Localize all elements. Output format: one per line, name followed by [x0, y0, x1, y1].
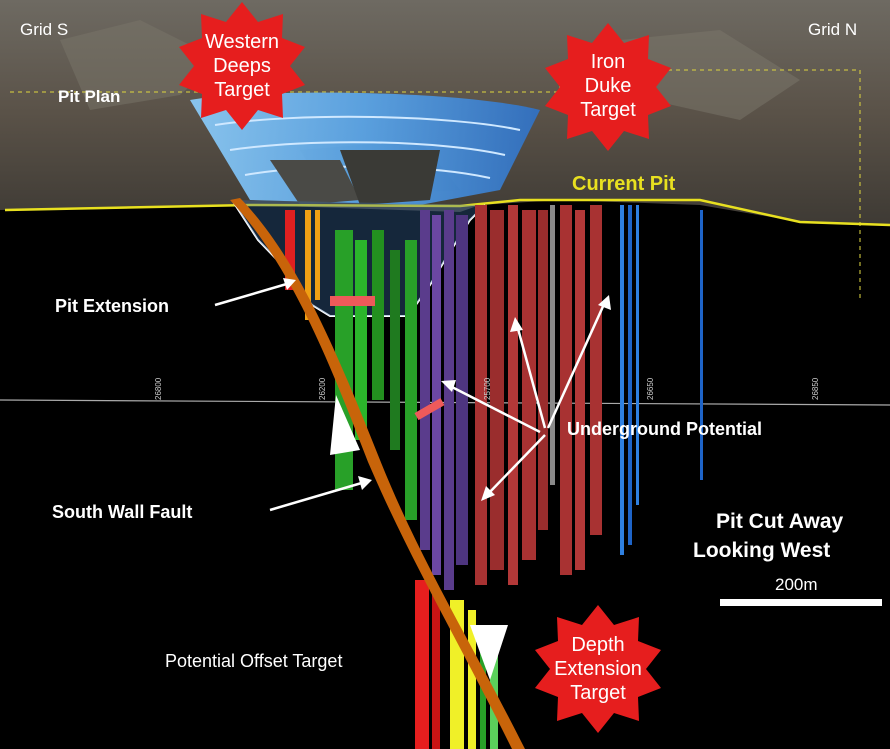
south-wall-fault-label: South Wall Fault [52, 502, 193, 522]
pit-cut-away-label: Pit Cut Away [716, 510, 844, 533]
pit-extension-label: Pit Extension [55, 296, 170, 316]
depth-extension-target-label: Depth Extension Target [554, 634, 642, 704]
tick-label: 26200 [318, 377, 327, 400]
scale-bar-label: 200m [775, 575, 818, 594]
western-deeps-star [179, 2, 305, 130]
south-wall-fault [230, 198, 525, 749]
tick-label: 26850 [811, 377, 820, 400]
scale-bar [720, 599, 882, 606]
tick-label: 25700 [483, 377, 492, 400]
current-pit-line [4, 198, 890, 227]
tick-label: 26650 [646, 377, 655, 400]
iron-duke-star [545, 23, 671, 151]
fault-motion-arrow-lower [470, 625, 508, 680]
underground-potential-label: Underground Potential [567, 419, 762, 439]
potential-offset-target-label: Potential Offset Target [165, 651, 343, 671]
iron-duke-target-label: Iron Duke Target [580, 51, 636, 121]
grid-south-label: Grid S [20, 20, 69, 39]
looking-west-label: Looking West [693, 539, 831, 562]
depth-extension-star [535, 605, 661, 733]
drill-holes [285, 205, 703, 749]
western-deeps-target-label: Western Deeps Target [204, 31, 280, 101]
tick-label: 26800 [154, 377, 163, 400]
pit-plan-label: Pit Plan [58, 87, 121, 106]
annotation-arrows [214, 278, 611, 512]
grid-north-label: Grid N [808, 20, 858, 39]
fault-motion-arrow-upper [330, 395, 360, 455]
current-pit-label: Current Pit [572, 173, 676, 195]
section-ticks: 26800 26200 25700 26650 26850 [154, 377, 820, 400]
